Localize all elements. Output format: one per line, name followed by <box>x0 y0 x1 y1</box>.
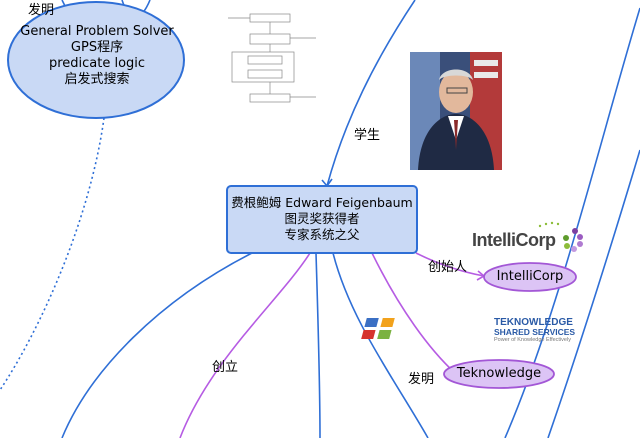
feigenbaum-node[interactable]: 费根鲍姆 Edward Feigenbaum 图灵奖获得者 专家系统之父 <box>227 195 417 243</box>
edge-label-invented: 发明 <box>408 372 435 387</box>
intellicorp-logo: IntelliCorp <box>472 230 556 250</box>
intellicorp-node-shape[interactable] <box>483 262 577 292</box>
intellicorp-node[interactable]: IntelliCorp <box>496 269 564 284</box>
edge-label-invented-top: 发明 <box>28 3 55 18</box>
edge-right-outer <box>547 149 640 438</box>
purple-edges <box>179 252 485 438</box>
edge-label-founded: 创立 <box>212 360 239 375</box>
edge-down-1 <box>61 252 253 438</box>
gps-line-2: GPS程序 <box>70 40 124 55</box>
edge-invented <box>371 252 456 374</box>
edge-student <box>326 0 416 187</box>
intellicorp-logo-mark <box>538 221 583 252</box>
gps-line-3: predicate logic <box>48 56 146 71</box>
edge-founded <box>179 252 311 438</box>
gps-line-1: General Problem Solver <box>20 24 174 39</box>
teknowledge-logo-line1: TEKNOWLEDGE <box>494 317 573 328</box>
edge-label-founder: 创始人 <box>428 260 468 275</box>
gps-line-4: 启发式搜索 <box>64 72 130 87</box>
feigenbaum-line-2: 图灵奖获得者 <box>284 211 360 226</box>
teknowledge-node-shape[interactable] <box>443 359 555 389</box>
edge-gps-dotted <box>0 117 105 391</box>
gps-flowchart-thumbnail <box>222 2 324 103</box>
arrowhead-student <box>321 178 333 188</box>
edge-down-3 <box>332 252 429 438</box>
feigenbaum-line-3: 专家系统之父 <box>284 227 360 242</box>
gps-node[interactable]: General Problem Solver GPS程序 predicate l… <box>14 24 180 88</box>
teknowledge-logo-mark <box>361 318 395 339</box>
feigenbaum-node-shape[interactable] <box>226 185 418 254</box>
edge-down-2 <box>315 252 321 438</box>
teknowledge-logo-line2: SHARED SERVICES <box>494 327 576 337</box>
teknowledge-logo-tagline: Power of Knowledge Effectively <box>494 337 571 343</box>
edge-founder <box>415 252 485 277</box>
edge-label-student: 学生 <box>354 128 381 143</box>
teknowledge-node[interactable]: Teknowledge <box>456 366 542 381</box>
feigenbaum-line-1: 费根鲍姆 Edward Feigenbaum <box>231 195 413 210</box>
gps-node-shape[interactable] <box>7 1 185 119</box>
feigenbaum-portrait <box>410 52 502 170</box>
